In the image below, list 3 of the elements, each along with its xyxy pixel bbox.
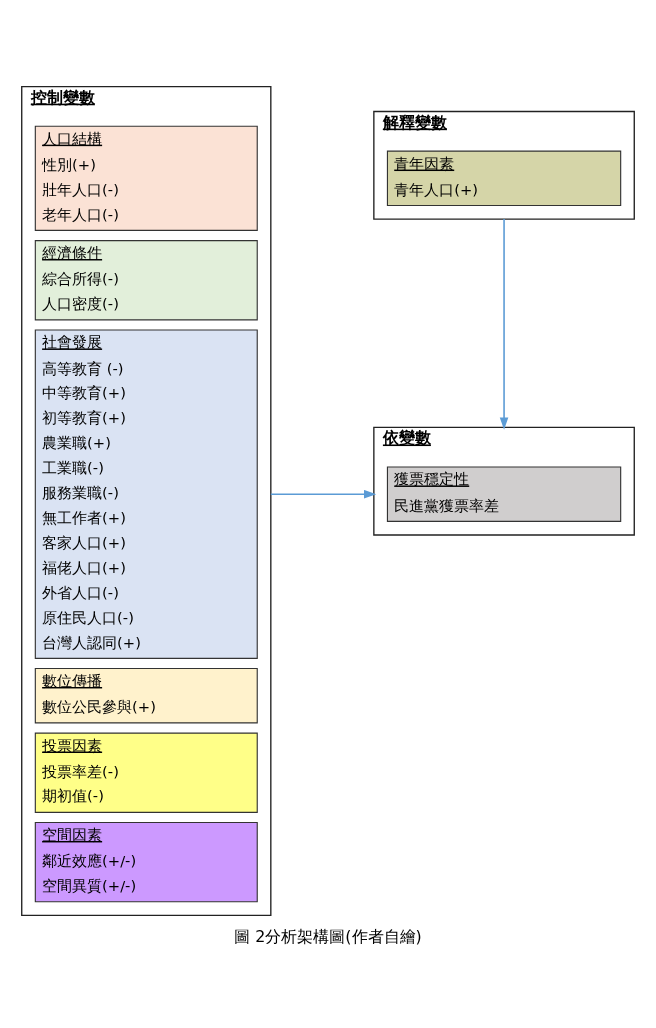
arrow xyxy=(270,489,377,499)
arrow xyxy=(499,218,509,430)
caption: 圖 2分析架構圖(作者自繪) xyxy=(234,926,422,946)
